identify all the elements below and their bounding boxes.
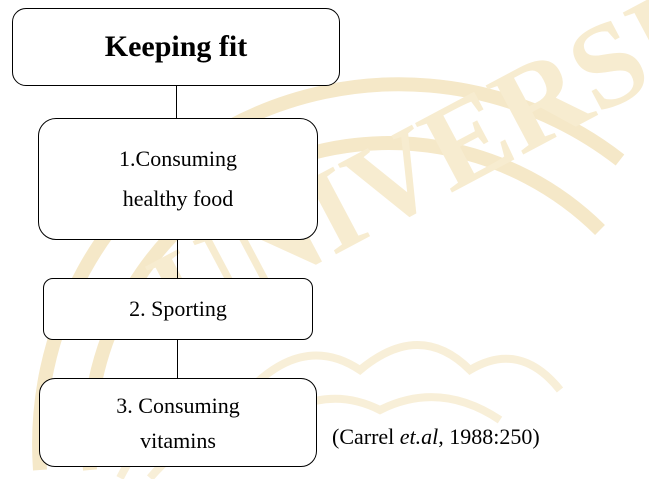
citation-open: (Carrel xyxy=(332,424,400,449)
connector-step2-step3 xyxy=(177,340,178,378)
citation-italic: et.al xyxy=(399,424,439,449)
diagram-title: Keeping fit xyxy=(104,30,248,63)
step-3-box: 3. Consuming vitamins xyxy=(39,378,317,467)
step-1-box: 1.Consuming healthy food xyxy=(38,118,318,240)
title-box: Keeping fit xyxy=(12,8,340,86)
step-3-line-1: 3. Consuming xyxy=(116,392,240,418)
citation: (Carrel et.al, 1988:250) xyxy=(332,424,540,450)
step-2-box: 2. Sporting xyxy=(43,278,313,340)
step-3-line-2: vitamins xyxy=(140,427,216,453)
step-1-line-2: healthy food xyxy=(122,186,234,211)
step-1-line-1: 1.Consuming xyxy=(119,146,237,171)
connector-title-step1 xyxy=(176,86,177,118)
citation-rest: , 1988:250) xyxy=(438,424,540,449)
step-2-label: 2. Sporting xyxy=(129,296,227,321)
connector-step1-step2 xyxy=(177,240,178,278)
